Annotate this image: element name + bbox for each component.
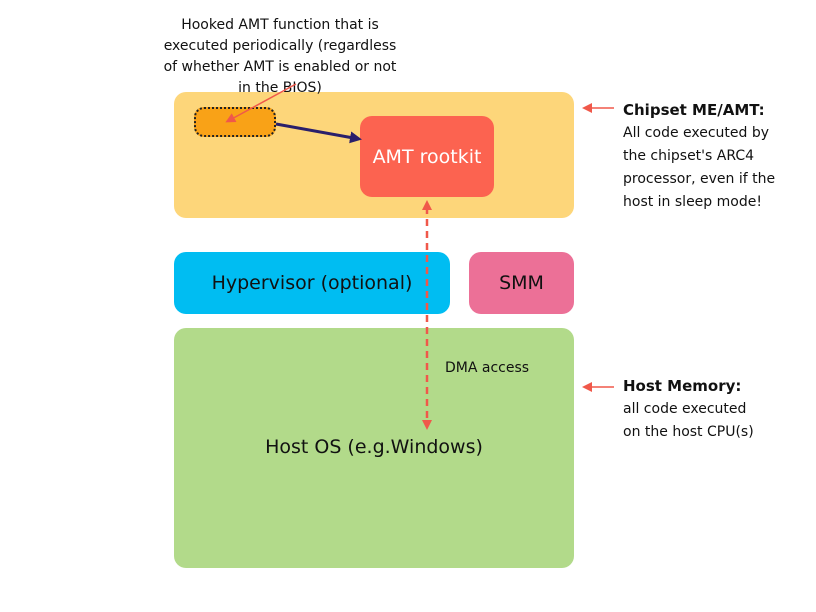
host-note-title: Host Memory:	[623, 377, 742, 395]
host-note-line: on the host CPU(s)	[623, 424, 754, 440]
smm-box: SMM	[469, 252, 574, 314]
chipset-note-line: All code executed by	[623, 125, 770, 141]
host-memory-region	[174, 328, 574, 568]
chipset-note-line: host in sleep mode!	[623, 194, 762, 210]
dma-access-label: DMA access	[445, 360, 530, 376]
smm-label: SMM	[499, 272, 544, 294]
hook-to-rootkit-arrow	[275, 122, 362, 144]
amt-rootkit-label: AMT rootkit	[372, 145, 482, 168]
host-os-label: Host OS (e.g.Windows)	[265, 436, 483, 458]
host-note-line: all code executed	[623, 401, 747, 417]
caption-pointer-arrow	[225, 83, 297, 123]
hooked-function-caption: Hooked AMT function that is executed per…	[163, 17, 397, 96]
host-memory-note: Host Memory: all code executed on the ho…	[623, 375, 754, 444]
chipset-note-title: Chipset ME/AMT:	[623, 101, 765, 119]
hypervisor-box: Hypervisor (optional)	[174, 252, 450, 314]
hypervisor-label: Hypervisor (optional)	[211, 272, 413, 294]
chipset-note-line: processor, even if the	[623, 171, 776, 187]
amt-rootkit-box: AMT rootkit	[360, 116, 494, 197]
chipset-note: Chipset ME/AMT: All code executed by the…	[623, 99, 775, 214]
chipset-note-line: the chipset's ARC4	[623, 148, 755, 164]
